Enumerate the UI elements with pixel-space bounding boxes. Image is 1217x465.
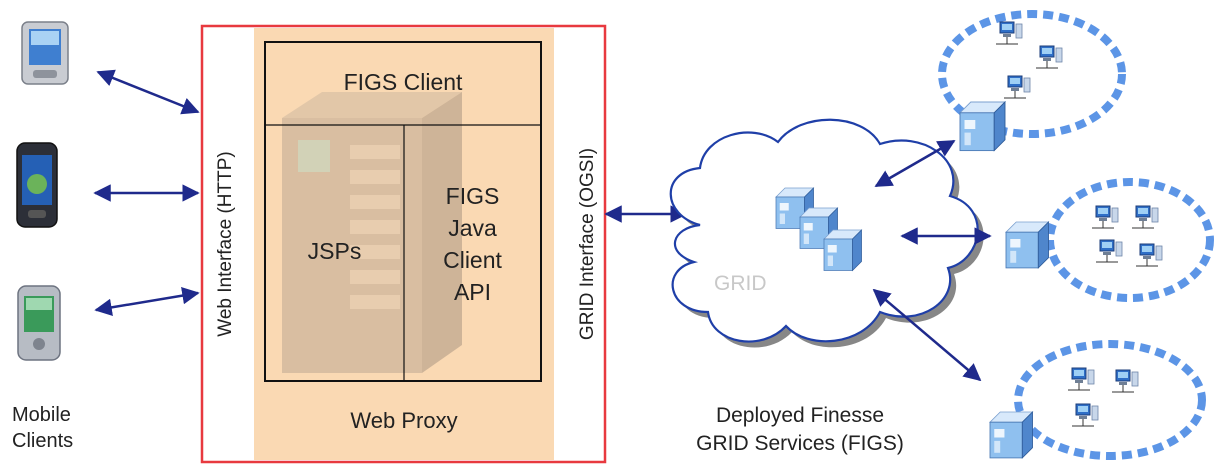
mobile-clients-line2: Clients	[12, 430, 74, 452]
api-line-2: Java	[448, 215, 497, 241]
web-proxy-label: Web Proxy	[350, 408, 458, 433]
web-interface-label: Web Interface (HTTP)	[215, 151, 236, 337]
jsps-label: JSPs	[307, 238, 362, 264]
grid-cloud-label: GRID	[714, 272, 767, 295]
mobile-clients-label: Mobile Clients	[12, 402, 73, 454]
cluster-top	[938, 10, 1126, 152]
cluster-middle	[1005, 178, 1214, 302]
figs-client-box	[264, 41, 542, 382]
deployed-line1: Deployed Finesse	[715, 404, 885, 427]
smartphone-device-icon	[16, 142, 58, 228]
grid-interface-label: GRID Interface (OGSI)	[577, 147, 598, 341]
pda-device-icon	[21, 21, 69, 85]
mobile-clients-line1: Mobile	[12, 404, 71, 426]
arrow-pda-proxy	[96, 69, 200, 115]
arrow-grid-cluster-bottom	[872, 288, 982, 382]
deployed-line2: GRID Services (FIGS)	[696, 432, 904, 455]
cluster-bottom	[989, 340, 1206, 460]
figs-client-label: FIGS Client	[343, 69, 463, 95]
handheld-device-icon	[17, 285, 61, 361]
arrow-handheld-proxy	[94, 286, 200, 317]
deployed-services-label: Deployed Finesse GRID Services (FIGS)	[650, 402, 950, 458]
api-line-3: Client	[443, 247, 502, 273]
server-tower-illustration	[282, 92, 462, 373]
arrow-grid-cluster-top	[874, 139, 956, 188]
api-label: FIGS Java Client API	[404, 180, 541, 308]
api-line-1: FIGS	[445, 183, 500, 209]
api-line-4: API	[453, 279, 492, 305]
